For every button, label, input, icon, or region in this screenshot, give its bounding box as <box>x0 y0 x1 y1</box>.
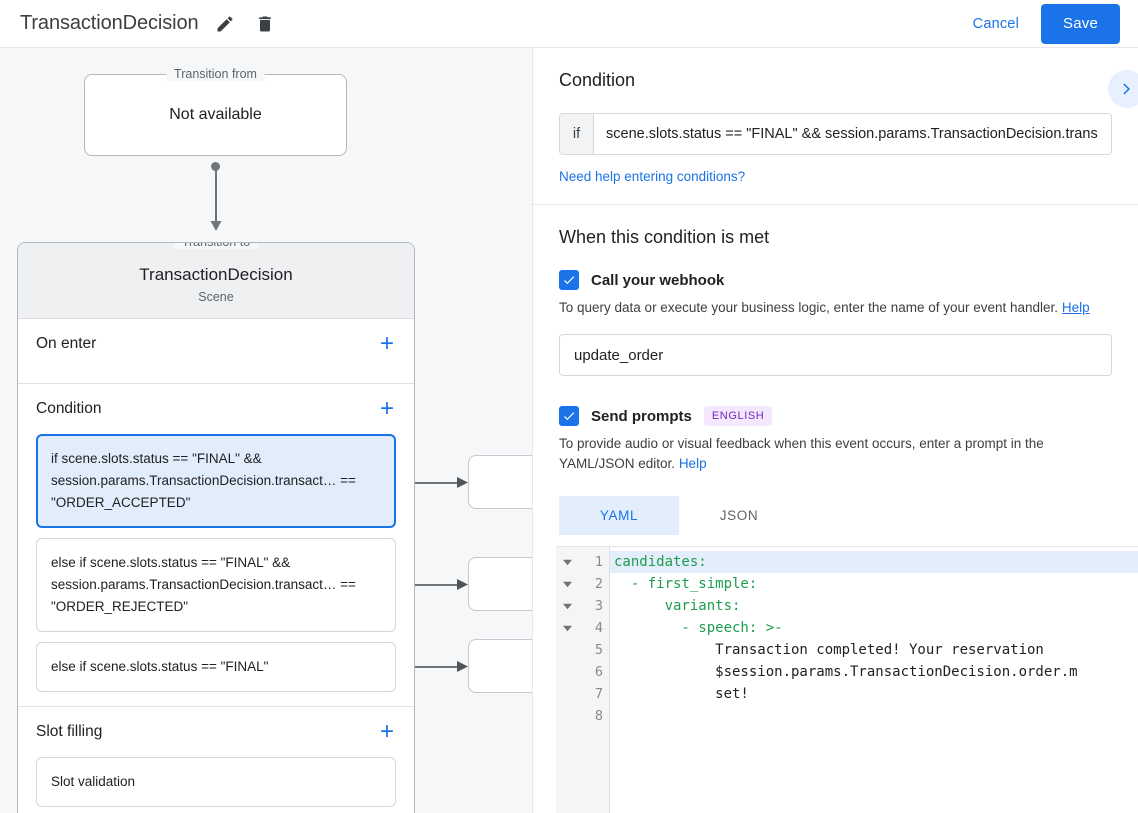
condition-connector-arrowhead <box>457 661 468 672</box>
when-met-heading: When this condition is met <box>559 227 770 247</box>
fold-toggle-icon[interactable] <box>556 617 578 639</box>
connector-dot-source <box>211 162 220 171</box>
condition-connector-line <box>399 666 459 668</box>
code-line[interactable]: candidates: <box>610 551 1138 573</box>
yaml-code-editor[interactable]: 1 2 3 4 5 6 7 8 candidates: - first_simp… <box>556 546 1138 813</box>
webhook-help-link[interactable]: Help <box>1061 300 1090 315</box>
language-badge: ENGLISH <box>703 406 773 426</box>
connector-line-vertical <box>215 170 217 224</box>
page-title: TransactionDecision <box>20 12 199 34</box>
trash-icon[interactable] <box>251 10 279 38</box>
send-prompts-checkbox[interactable] <box>559 406 579 426</box>
section-label-on-enter: On enter <box>36 335 97 352</box>
tab-json[interactable]: JSON <box>679 496 799 535</box>
save-button[interactable]: Save <box>1041 3 1120 44</box>
editor-fold-gutter[interactable] <box>556 547 578 813</box>
line-number: 3 <box>594 598 603 614</box>
send-prompts-description-text: To provide audio or visual feedback when… <box>559 436 1044 471</box>
code-line[interactable] <box>610 705 1138 727</box>
tab-yaml[interactable]: YAML <box>559 496 679 535</box>
editor-line-numbers: 1 2 3 4 5 6 7 8 <box>578 547 610 813</box>
line-number: 1 <box>594 554 603 570</box>
scene-graph-canvas[interactable]: Transition from Not available Transition… <box>0 48 532 813</box>
call-webhook-checkbox[interactable] <box>559 270 579 290</box>
panel-when-met-section: When this condition is met Call your web… <box>533 205 1138 553</box>
editor-format-tabs: YAML JSON <box>559 496 1112 535</box>
line-number: 2 <box>594 576 603 592</box>
section-header: On enter + <box>36 319 396 369</box>
section-condition: Condition + if scene.slots.status == "FI… <box>18 384 414 707</box>
fold-toggle-icon[interactable] <box>556 551 578 573</box>
call-webhook-label: Call your webhook <box>591 271 725 289</box>
scene-card: Transition to TransactionDecision Scene … <box>17 242 415 813</box>
section-header: Slot filling + <box>36 707 396 757</box>
panel-condition-heading: Condition <box>559 70 636 90</box>
line-number: 8 <box>594 708 603 724</box>
transition-from-legend: Transition from <box>166 67 265 81</box>
condition-connector-arrowhead <box>457 477 468 488</box>
transition-from-box: Transition from Not available <box>84 67 347 156</box>
add-slot-filling-button[interactable]: + <box>379 718 394 745</box>
condition-connector-arrowhead <box>457 579 468 590</box>
code-line[interactable]: - speech: >- <box>614 620 783 636</box>
send-prompts-description: To provide audio or visual feedback when… <box>559 434 1111 474</box>
transition-target-card[interactable] <box>468 557 532 611</box>
transition-to-legend: Transition to <box>173 243 259 249</box>
condition-card[interactable]: else if scene.slots.status == "FINAL" &&… <box>36 538 396 632</box>
cancel-button[interactable]: Cancel <box>963 8 1029 40</box>
line-number: 5 <box>594 642 603 658</box>
scene-type-label: Scene <box>198 290 234 304</box>
section-label-condition: Condition <box>36 400 102 417</box>
condition-expression-row[interactable]: if scene.slots.status == "FINAL" && sess… <box>559 113 1112 155</box>
fold-toggle-icon[interactable] <box>556 595 578 617</box>
section-slot-filling: Slot filling + Slot validation <box>18 707 414 813</box>
section-label-slot-filling: Slot filling <box>36 723 103 740</box>
condition-connector-line <box>399 584 459 586</box>
top-app-bar: TransactionDecision Cancel Save <box>0 0 1138 48</box>
line-number: 7 <box>594 686 603 702</box>
section-on-enter: On enter + <box>18 319 414 384</box>
condition-card-selected[interactable]: if scene.slots.status == "FINAL" && sess… <box>36 434 396 528</box>
line-number: 4 <box>594 620 603 636</box>
scene-name: TransactionDecision <box>139 265 293 284</box>
send-prompts-row[interactable]: Send prompts ENGLISH <box>559 406 1112 426</box>
connector-arrowhead-down <box>210 221 222 231</box>
transition-target-card[interactable] <box>468 639 532 693</box>
add-condition-button[interactable]: + <box>379 395 394 422</box>
code-line[interactable]: $session.params.TransactionDecision.orde… <box>614 664 1078 680</box>
fold-toggle-icon[interactable] <box>556 573 578 595</box>
call-webhook-description: To query data or execute your business l… <box>559 298 1111 318</box>
condition-expression-input[interactable]: scene.slots.status == "FINAL" && session… <box>594 114 1111 154</box>
code-line[interactable]: - first_simple: <box>614 576 758 592</box>
code-line[interactable]: set! <box>614 686 749 702</box>
transition-target-card[interactable] <box>468 455 532 509</box>
code-line[interactable]: variants: <box>614 598 741 614</box>
call-webhook-description-text: To query data or execute your business l… <box>559 300 1059 315</box>
send-prompts-label: Send prompts <box>591 407 692 425</box>
condition-connector-line <box>399 482 459 484</box>
if-prefix-label: if <box>560 114 594 154</box>
slot-validation-card[interactable]: Slot validation <box>36 757 396 807</box>
scene-card-header: TransactionDecision Scene <box>18 243 414 319</box>
editor-code-area[interactable]: candidates: - first_simple: variants: - … <box>610 547 1138 813</box>
chevron-right-icon[interactable] <box>1108 70 1138 108</box>
prompts-help-link[interactable]: Help <box>678 456 707 471</box>
add-on-enter-button[interactable]: + <box>379 330 394 357</box>
call-webhook-row[interactable]: Call your webhook <box>559 270 1112 290</box>
condition-card[interactable]: else if scene.slots.status == "FINAL" <box>36 642 396 692</box>
transition-from-value: Not available <box>169 106 262 123</box>
pencil-icon[interactable] <box>211 10 239 38</box>
section-header: Condition + <box>36 384 396 434</box>
code-line[interactable]: Transaction completed! Your reservation <box>614 642 1044 658</box>
condition-help-link[interactable]: Need help entering conditions? <box>559 169 746 184</box>
panel-condition-section: Condition if scene.slots.status == "FINA… <box>533 48 1138 205</box>
event-handler-input[interactable] <box>559 334 1112 376</box>
line-number: 6 <box>594 664 603 680</box>
